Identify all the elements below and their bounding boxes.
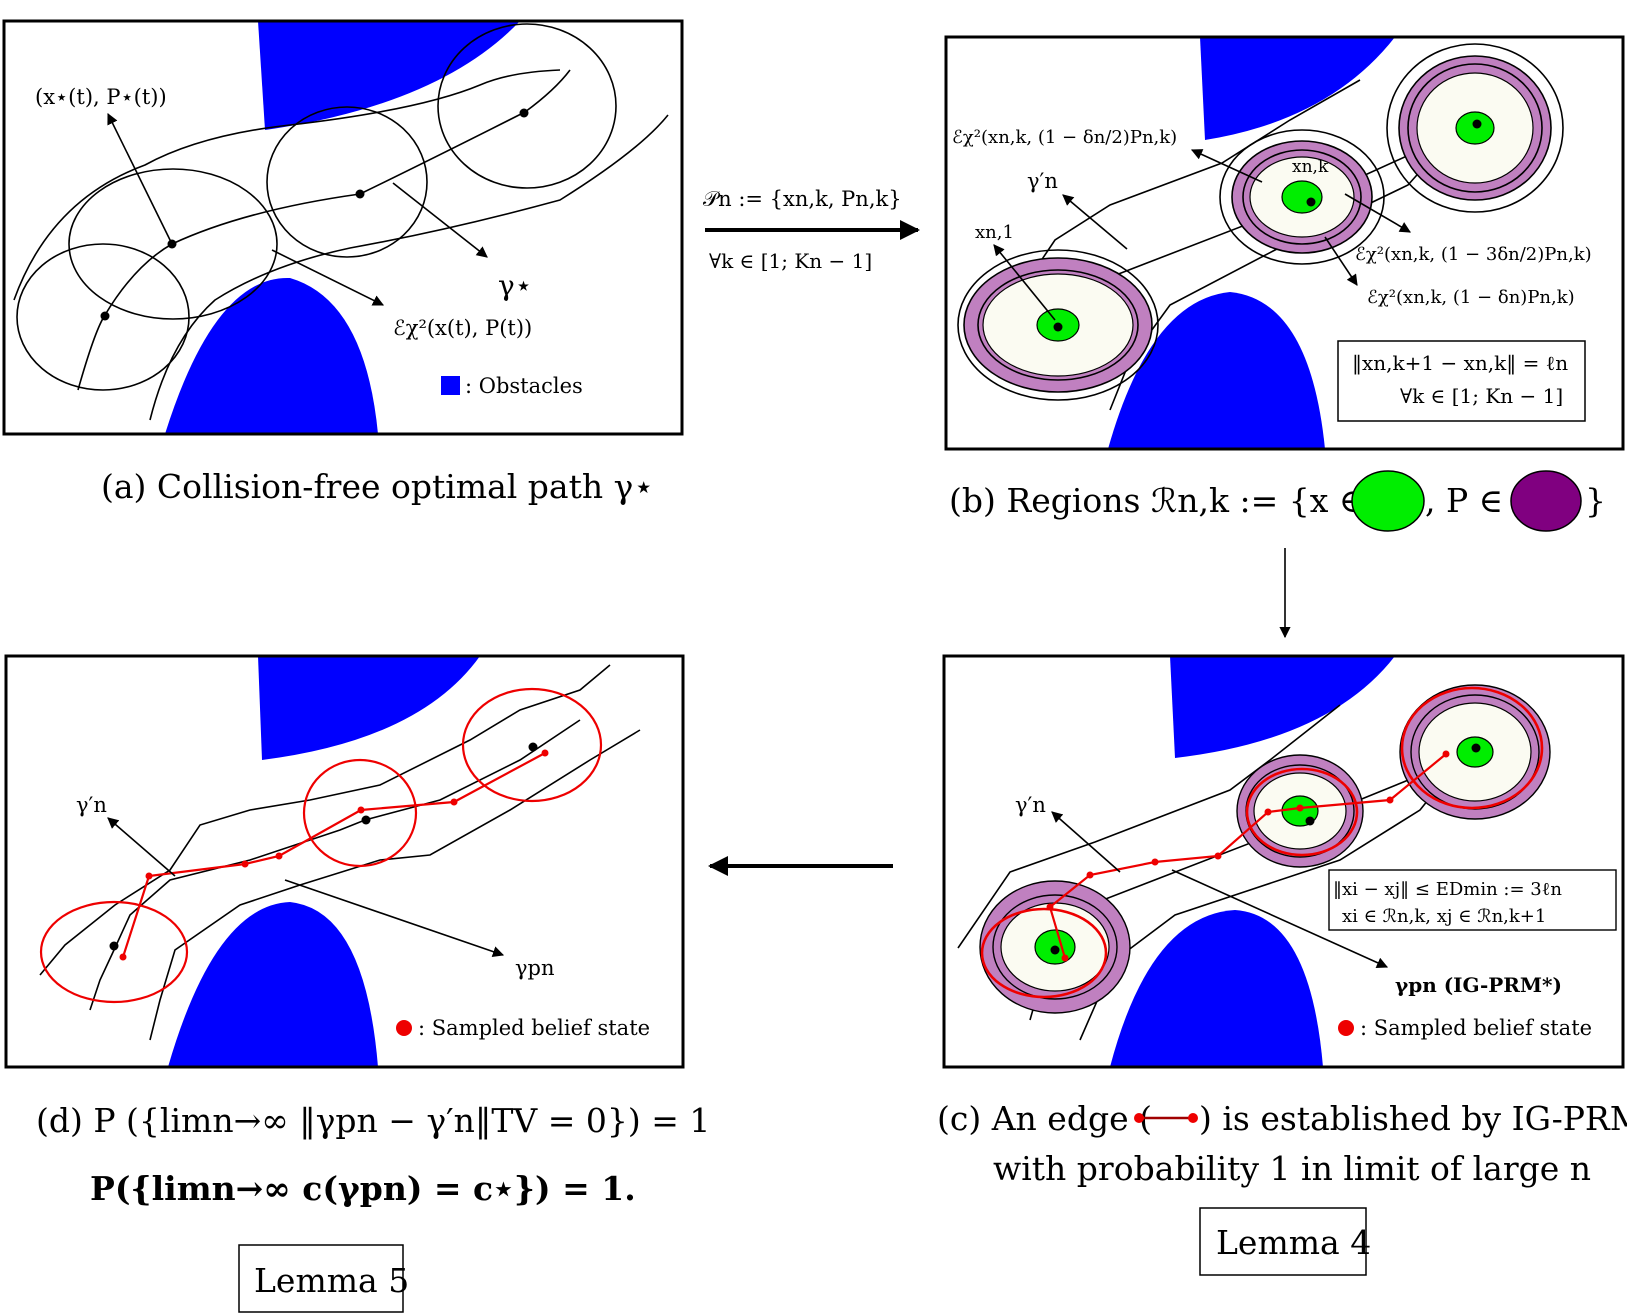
label-gamma-d: γ′n (76, 793, 107, 817)
sampled-points-c (1046, 750, 1450, 962)
arrow-prm-c (1171, 869, 1389, 968)
arrow-gamma-c (1051, 811, 1121, 873)
label-gammap-d: γpn (515, 956, 555, 980)
corridor-upper-c (957, 704, 1341, 949)
label-prm-c: γpn (IG-PRM*) (1395, 973, 1562, 997)
lemma4-box (1199, 1207, 1367, 1276)
panel-c: γ′n ‖xi − xj‖ ≤ EDmin := 3ℓn xi ∈ ℛn,k, … (937, 654, 1627, 1276)
label-half-ellipsoid: ℰχ²(xn,k, (1 − δn/2)Pn,k) (952, 127, 1177, 148)
label-xn1: xn,1 (975, 222, 1014, 243)
arrow-point-label (107, 112, 173, 245)
caption-mean-swatch (1351, 470, 1425, 532)
region-k1-c (1399, 684, 1551, 820)
path-point-3 (355, 189, 365, 199)
label-xnk: xn,k (1292, 157, 1329, 177)
caption-c-line1-suffix: ) is established by IG-PRM* (1199, 1099, 1627, 1138)
region-k-b (1219, 129, 1385, 265)
region-k1-b (1386, 43, 1564, 213)
label-point-a: (x⋆(t), P⋆(t)) (35, 85, 167, 109)
sample-ellipse-1 (39, 900, 189, 1004)
obstacle-bottom-a (165, 277, 378, 434)
legend-obstacle-swatch (441, 376, 460, 395)
label-full-ellipsoid: ℰχ²(xn,k, (1 − δn)Pn,k) (1367, 287, 1575, 308)
label-gamma-star: γ⋆ (498, 269, 532, 302)
corridor-upper-a (13, 69, 561, 301)
box-c-line1: ‖xi − xj‖ ≤ EDmin := 3ℓn (1333, 879, 1562, 900)
panel-b-frame (944, 35, 1625, 451)
legend-sample-text-c: : Sampled belief state (1360, 1016, 1592, 1040)
region-1-c (979, 880, 1131, 1014)
caption-d-line2: P({limn→∞ c(γpn) = c⋆}) = 1. (90, 1169, 636, 1208)
caption-b-prefix: (b) Regions ℛn,k := {x ∈ (949, 481, 1363, 520)
obstacle-bottom-d (168, 902, 378, 1067)
lemma5-text: Lemma 5 (254, 1261, 409, 1300)
corridor-upper-d (39, 664, 611, 976)
obstacle-top-a (258, 21, 520, 130)
sampled-points-d (119, 749, 549, 961)
arrow-path-label (392, 182, 488, 258)
uncertainty-ellipse-1 (16, 243, 190, 391)
obstacle-top-c (1170, 656, 1395, 758)
obstacle-top-d (258, 656, 480, 760)
caption-cov-swatch (1510, 470, 1582, 532)
caption-d-line1: (d) P ({limn→∞ ‖γpn − γ′n‖TV = 0}) = 1 (36, 1101, 710, 1140)
corridor-lower-a (149, 114, 669, 421)
legend-obstacle-text: : Obstacles (465, 374, 583, 398)
mean-points-d (109, 742, 538, 951)
path-d (89, 719, 581, 1011)
spacing-box-b (1337, 340, 1586, 422)
corridor-upper-b (1017, 79, 1361, 296)
arrow-a-to-b: 𝒫n := {xn,k, Pn,k} ∀k ∈ [1; Kn − 1] (703, 187, 920, 273)
label-gamma-b: γ′n (1027, 169, 1058, 193)
uncertainty-ellipse-2 (68, 168, 278, 320)
arrow-3half-ellipsoid (1344, 193, 1411, 233)
arrow-ab-bottom-label: ∀k ∈ [1; Kn − 1] (709, 249, 872, 273)
caption-b-mid: , P ∈ (1425, 481, 1503, 520)
arrow-gammap-d (284, 879, 505, 958)
panel-d-frame (4, 654, 685, 1069)
arrow-ab-top-label: 𝒫n := {xn,k, Pn,k} (703, 187, 902, 211)
edge-box-c (1328, 869, 1617, 931)
region-1-b (957, 249, 1159, 401)
uncertainty-ellipse-3 (266, 106, 428, 258)
lemma4-text: Lemma 4 (1216, 1223, 1371, 1262)
sample-ellipse-3 (461, 687, 603, 803)
box-c-line2: xi ∈ ℛn,k, xj ∈ ℛn,k+1 (1342, 906, 1546, 927)
caption-c-line1-prefix: (c) An edge ( (937, 1099, 1152, 1138)
caption-edge-symbol (1134, 1113, 1198, 1123)
sample-ellipse-2 (302, 758, 418, 868)
caption-b-suffix: } (1585, 481, 1606, 520)
label-gamma-c: γ′n (1015, 793, 1046, 817)
uncertainty-ellipse-4 (437, 23, 617, 189)
arrow-gamma-b (1062, 194, 1128, 250)
path-point-1 (100, 311, 110, 321)
box-b-line1: ‖xn,k+1 − xn,k‖ = ℓn (1352, 351, 1568, 376)
panel-b: ℰχ²(xn,k, (1 − δn/2)Pn,k) γ′n xn,k xn,1 … (944, 35, 1625, 532)
box-b-line2: ∀k ∈ [1; Kn − 1] (1400, 384, 1563, 408)
legend-sample-dot-c (1338, 1020, 1354, 1036)
path-point-4 (519, 108, 529, 118)
panel-c-frame (942, 654, 1625, 1069)
caption-c-line2: with probability 1 in limit of large n (993, 1149, 1591, 1188)
legend-sample-text-d: : Sampled belief state (418, 1016, 650, 1040)
panel-a: (x⋆(t), P⋆(t)) γ⋆ ℰχ²(x(t), P(t)) : Obst… (2, 19, 684, 506)
obstacle-bottom-c (1110, 910, 1323, 1067)
legend-sample-dot-d (396, 1020, 412, 1036)
label-3half-ellipsoid: ℰχ²(xn,k, (1 − 3δn/2)Pn,k) (1355, 244, 1592, 265)
arrow-half-ellipsoid (1190, 149, 1263, 183)
obstacle-top-b (1200, 37, 1395, 140)
arrow-xn1 (993, 244, 1056, 321)
corridor-lower-d (149, 729, 641, 1041)
arrow-full-ellipsoid (1324, 236, 1358, 286)
arrow-gamma-d (107, 817, 176, 877)
caption-a: (a) Collision-free optimal path γ⋆ (101, 467, 654, 506)
obstacle-bottom-b (1108, 292, 1325, 449)
arrow-ellipsoid-label (271, 249, 385, 306)
lemma5-box (238, 1244, 404, 1313)
panel-d: γ′n γpn : Sampled belief state (d) P ({l… (4, 654, 710, 1313)
panel-a-frame (2, 19, 684, 436)
label-ellipsoid-a: ℰχ²(x(t), P(t)) (393, 316, 532, 340)
